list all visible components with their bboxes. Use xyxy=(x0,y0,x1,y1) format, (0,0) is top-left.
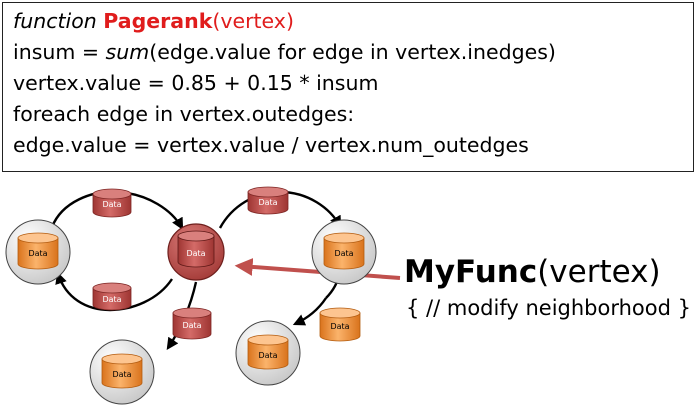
data-label: Data xyxy=(28,249,47,258)
code-line-1: function Pagerank(vertex) xyxy=(13,6,685,37)
line2-rest: (edge.value for edge in vertex.inedges) xyxy=(149,40,556,64)
function-arg: vertex xyxy=(220,9,286,33)
data-label: Data xyxy=(258,351,277,360)
edge-data-cylinder: Data xyxy=(247,186,289,215)
myfunc-args: (vertex) xyxy=(537,254,661,290)
data-label: Data xyxy=(102,200,121,209)
vertex-right: Data xyxy=(311,219,377,285)
vertex-bottom-left: Data xyxy=(89,339,155,405)
code-line-5: edge.value = vertex.value / vertex.num_o… xyxy=(13,133,529,157)
myfunc-name: MyFunc xyxy=(404,254,538,290)
vertex-left: Data xyxy=(5,219,71,285)
function-name: Pagerank xyxy=(103,9,213,33)
data-label: Data xyxy=(330,322,349,331)
edge-right-bottom xyxy=(292,297,327,326)
sum-function: sum xyxy=(105,40,150,64)
code-line-4: foreach edge in vertex.outedges: xyxy=(13,102,355,126)
myfunc-title: MyFunc(vertex) xyxy=(404,254,661,290)
edge-data-cylinder: Data xyxy=(172,307,212,340)
data-label: Data xyxy=(112,370,131,379)
edge-data-cylinder-orange: Data xyxy=(319,307,361,342)
code-line-2: insum = sum(edge.value for edge in verte… xyxy=(13,37,685,68)
function-keyword: function xyxy=(13,9,97,33)
data-label: Data xyxy=(182,321,201,330)
close-paren: ) xyxy=(285,9,294,33)
data-label: Data xyxy=(102,295,121,304)
vertex-bottom-right: Data xyxy=(235,320,301,386)
code-line-3: vertex.value = 0.85 + 0.15 * insum xyxy=(13,71,379,95)
open-paren: ( xyxy=(212,9,221,33)
vertex-center: Data xyxy=(167,223,225,281)
graph-diagram: Data Data Data Data Data Data Data Da xyxy=(5,186,401,405)
code-box: function Pagerank(vertex) insum = sum(ed… xyxy=(2,2,694,172)
data-label: Data xyxy=(258,198,277,207)
data-label: Data xyxy=(334,249,353,258)
edge-data-cylinder: Data xyxy=(92,188,132,218)
edge-data-cylinder: Data xyxy=(92,282,132,311)
data-label: Data xyxy=(186,249,205,258)
myfunc-subtitle: { // modify neighborhood } xyxy=(406,296,691,320)
line2-prefix: insum = xyxy=(13,40,106,64)
